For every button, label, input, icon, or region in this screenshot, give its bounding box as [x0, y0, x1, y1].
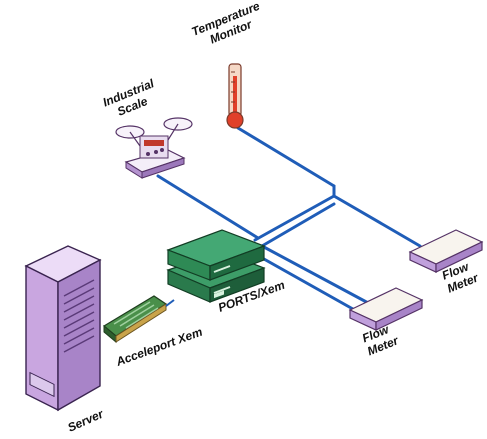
cable-hub-to-flow-right: [332, 194, 422, 248]
cable-ports-to-flow-bottom: [260, 244, 374, 307]
cable-thermometer-to-hub: [236, 126, 336, 188]
server-label: Server: [66, 406, 107, 435]
industrial-scale-device: [115, 117, 193, 179]
industrial-scale-label: Industrial Scale: [101, 76, 157, 119]
cable-hub-to-ports-2: [260, 202, 336, 248]
acceleport-xem-card: [102, 295, 175, 344]
flow-meter-bottom-device: [348, 287, 424, 331]
server-vents: [63, 279, 95, 353]
server-tower: [24, 245, 102, 412]
temperature-monitor-label: Temperature Monitor: [190, 0, 263, 47]
cable-scale-to-hub: [156, 174, 260, 240]
ports-xem-device: [166, 229, 266, 303]
cable-ports-to-flow-bottom-2: [253, 252, 362, 315]
temperature-monitor-device: [226, 63, 244, 129]
cable-network: [156, 126, 422, 315]
flow-meter-right-device: [408, 229, 484, 273]
cable-hub-to-ports: [253, 194, 336, 242]
